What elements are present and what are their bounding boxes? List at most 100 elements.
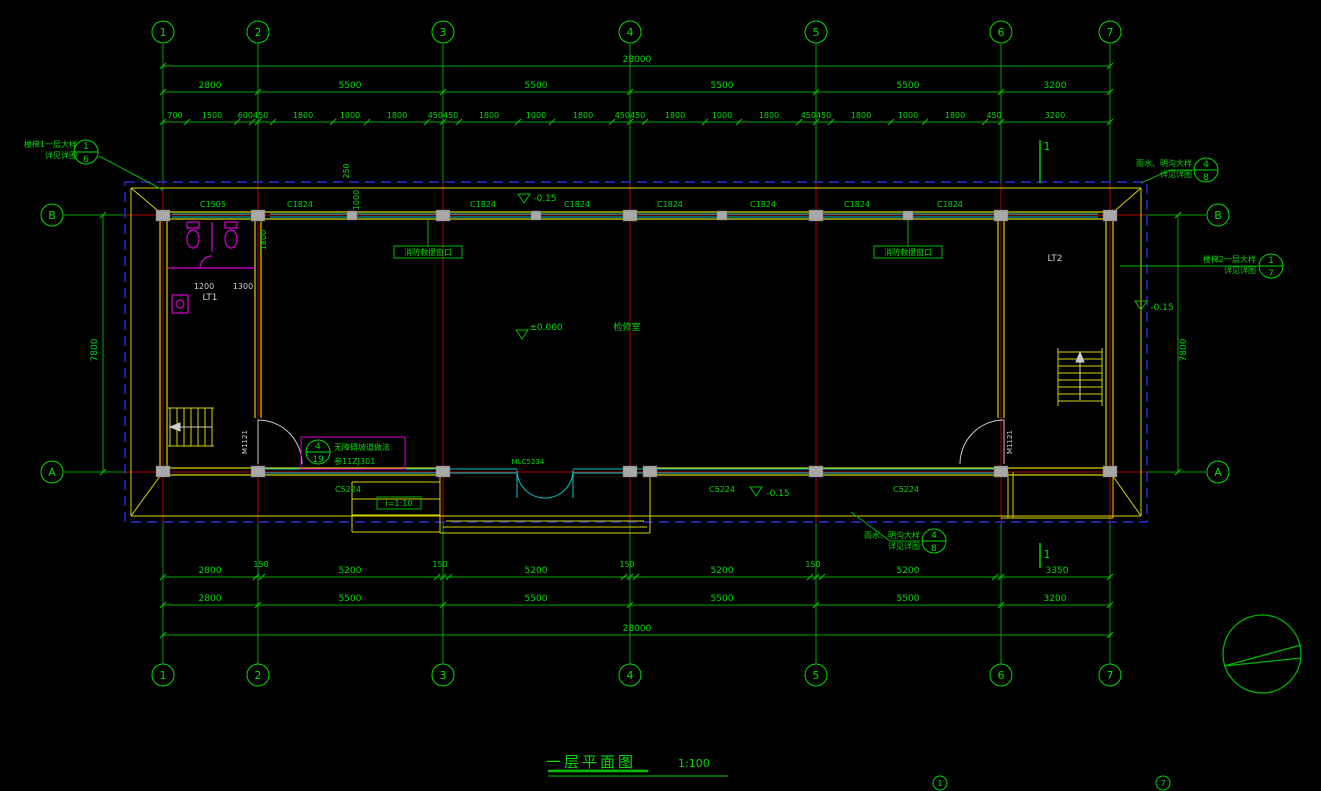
window-label: C1824 [844,200,870,209]
grid-bubble [989,20,1013,44]
entrance-door [516,469,574,499]
grid-bubble-label: B [1214,209,1222,222]
drawing-label: 2800 [199,566,222,576]
drawing-label: 450450 [615,111,646,120]
grid-bubble-label: B [48,209,56,222]
level-annotation: -0.15 [1150,303,1173,313]
drawing-label: 1000 [340,111,360,120]
drawing-label: 450450 [801,111,832,120]
grid-bubble [431,20,455,44]
grid-bubble [40,203,64,227]
porch-and-ramp [351,472,1114,534]
drawing-label: 5200 [339,566,362,576]
callout-text: 雨水、明沟大样 [864,530,920,540]
window-label: C5224 [335,485,361,494]
detail-callout-sheet: 8 [1203,173,1209,183]
room-label: 检修室 [613,321,640,333]
window-label: C1824 [564,200,590,209]
drawing-label: 1800 [479,111,499,120]
level-annotation: ±0.000 [529,323,563,333]
grid-bubble-label: 7 [1107,26,1114,39]
fire-rescue-window-label: 消防救援窗口 [884,247,932,257]
drawing-label: 5200 [711,566,734,576]
drawing-label: 1000 [526,111,546,120]
window-label: C5224 [709,485,735,494]
window-label: C1824 [287,200,313,209]
drawing-label: 250 [342,163,351,178]
annotation-boxes [300,245,943,510]
callout-text: 雨水、明沟大样 [1136,158,1192,168]
level-annotation: -0.15 [533,194,556,204]
drawing-label: 1800 [293,111,313,120]
grid-bubble-label: 7 [1107,669,1114,682]
leader-lines [98,155,1258,542]
windows [172,213,1098,474]
drawing-label: 1000 [352,190,361,210]
ramp-slope-box [376,496,422,510]
detail-callout-number: 1 [1268,256,1274,266]
drawing-label: 1800 [851,111,871,120]
grid-bubble [1098,663,1122,687]
grid-bubble-label: 2 [255,26,262,39]
drawing-label: 1200 [194,282,214,291]
dimension-lines [102,65,1179,636]
dim-total-bottom: 28000 [623,624,652,634]
window-label: C1505 [200,200,226,209]
drawing-label: 5500 [525,81,548,91]
drawing-label: 1800 [665,111,685,120]
drawing-label: 5500 [339,81,362,91]
columns [155,209,1118,478]
dim-total-top: 28000 [623,55,652,65]
grid-lines [64,44,1206,664]
dim-left: 7800 [90,338,100,361]
drawing-label: 1800 [259,230,268,250]
callout-text: 详见详图 [888,541,920,551]
drawing-label: 1000 [712,111,732,120]
drawing-label: 3200 [1044,81,1067,91]
ramp-slope-label: i=1:10 [386,499,413,508]
drawing-title: 一层平面图 [546,753,637,771]
callout-text: 详见详图 [45,150,77,160]
drawing-label: 5500 [897,594,920,604]
entrance-door-label: MLC5234 [512,458,545,466]
grid-bubble [1155,775,1171,791]
detail-callout-number: 4 [1203,160,1209,170]
drawing-label: 1300 [233,282,253,291]
dim-right: 7800 [1179,338,1189,361]
drawing-label: 150 [619,560,634,569]
grid-bubble-label: A [1214,466,1222,479]
section-mark-label: 1 [1044,140,1051,153]
grid-bubble [989,663,1013,687]
drawing-label: 5200 [525,566,548,576]
ramp-note: 参11ZJ301 [334,456,375,466]
grid-bubble [1098,20,1122,44]
door-label: M1121 [1006,430,1014,454]
callout-text: 楼梯2一层大样 [1203,254,1256,264]
grid-bubble-label: 3 [440,26,447,39]
grid-bubble [618,663,642,687]
grid-bubble [151,20,175,44]
drawing-label: 3200 [1044,594,1067,604]
drawing-title-block: 一层平面图 1:100 [546,751,710,772]
drawing-label: 450 [986,111,1001,120]
drawing-label: 5500 [711,594,734,604]
grid-bubble [804,663,828,687]
stair-label: LT1 [203,293,218,303]
grid-bubble-label: 3 [440,669,447,682]
drawing-label: 1800 [945,111,965,120]
detail-callout-sheet: 7 [1268,269,1274,279]
drawing-label: 3350 [1046,566,1069,576]
callout-text: 楼梯1一层大样 [24,139,77,149]
ramp-note: 无障碍坡道做法 [334,442,390,452]
drawing-label: 150 [805,560,820,569]
detail-callout-number: 4 [315,442,321,452]
drawing-label: 700 [167,111,182,120]
grid-bubble [246,663,270,687]
drawing-label: 5500 [711,81,734,91]
grid-bubble-label: 1 [160,669,167,682]
drawing-scale: 1:100 [678,757,710,770]
grid-bubble [246,20,270,44]
grid-bubble [618,20,642,44]
drawing-label: 150 [253,560,268,569]
grid-bubble [932,775,948,791]
